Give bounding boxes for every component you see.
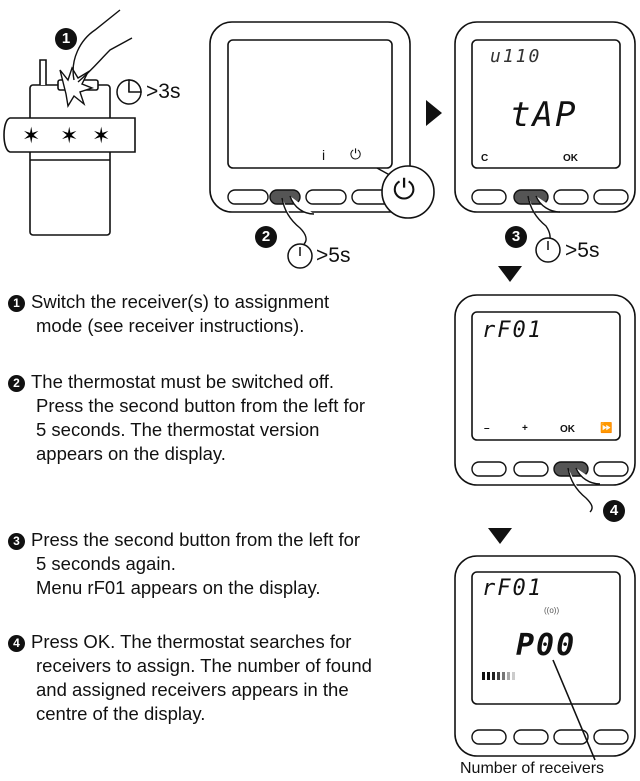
menu-display: rF01 bbox=[482, 576, 543, 601]
main-display: tAP bbox=[510, 95, 578, 135]
power-button-zoom: ⏻ bbox=[393, 174, 416, 205]
receiver-count-caption: Number of receivers bbox=[460, 760, 605, 777]
thermostat-1 bbox=[209, 21, 435, 219]
button-ok-label: OK bbox=[563, 153, 578, 164]
step-number: 2 bbox=[8, 375, 25, 392]
hand-icon bbox=[72, 9, 133, 83]
thermostat-4 bbox=[454, 555, 636, 757]
signal-bars-icon bbox=[482, 672, 515, 680]
timer-label: >5s bbox=[316, 244, 351, 267]
step-number: 3 bbox=[8, 533, 25, 550]
fast-forward-icon: ⏩ bbox=[600, 423, 613, 434]
version-display: u110 bbox=[490, 46, 542, 67]
radio-signal-icon: ((o)) bbox=[544, 606, 560, 615]
step-badge-4: 4 bbox=[603, 500, 625, 522]
timer-label: >3s bbox=[146, 80, 181, 103]
hand-icon bbox=[567, 467, 601, 513]
arrow-down-icon bbox=[488, 528, 512, 544]
button-minus-label: – bbox=[484, 423, 490, 434]
clock-icon bbox=[116, 79, 142, 105]
menu-display: rF01 bbox=[482, 318, 543, 343]
thermostat-3 bbox=[454, 294, 636, 486]
step-number: 1 bbox=[8, 295, 25, 312]
arrow-right-icon bbox=[426, 100, 442, 126]
star-icon: ✶ bbox=[22, 124, 40, 149]
blink-band: ✶ ✶ ✶ bbox=[3, 117, 136, 153]
pointer-line bbox=[552, 659, 596, 761]
thermostat-2 bbox=[454, 21, 636, 213]
step-badge-2: 2 bbox=[255, 226, 277, 248]
step-badge-1: 1 bbox=[55, 28, 77, 50]
button-c-label: C bbox=[481, 153, 489, 164]
timer-label: >5s bbox=[565, 239, 600, 262]
clock-icon bbox=[535, 237, 561, 263]
step-number: 4 bbox=[8, 635, 25, 652]
receiver-count-display: P00 bbox=[516, 628, 577, 663]
hand-icon bbox=[281, 195, 315, 245]
button-plus-label: + bbox=[522, 423, 528, 434]
clock-icon bbox=[287, 243, 313, 269]
step-badge-3: 3 bbox=[505, 226, 527, 248]
star-icon: ✶ bbox=[92, 124, 110, 149]
star-icon: ✶ bbox=[60, 124, 78, 149]
button-ok-label: OK bbox=[560, 424, 575, 435]
power-icon: ⏻ bbox=[350, 146, 362, 162]
arrow-down-icon bbox=[498, 266, 522, 282]
info-label: i bbox=[322, 147, 326, 163]
